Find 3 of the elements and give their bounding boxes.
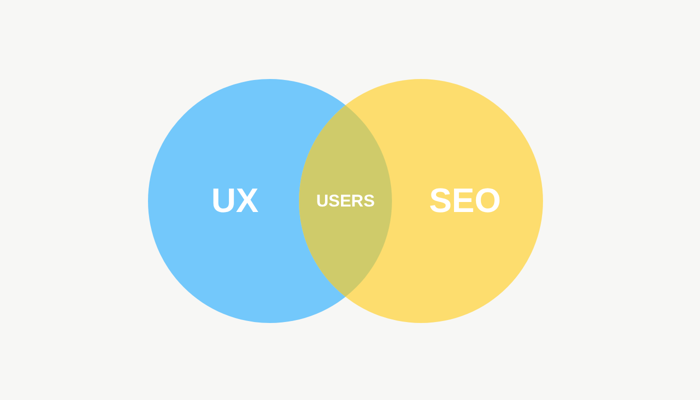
circle-label: SEO [429,184,501,218]
circle-label: UX [211,184,259,218]
circle-label: USERS [316,192,375,210]
